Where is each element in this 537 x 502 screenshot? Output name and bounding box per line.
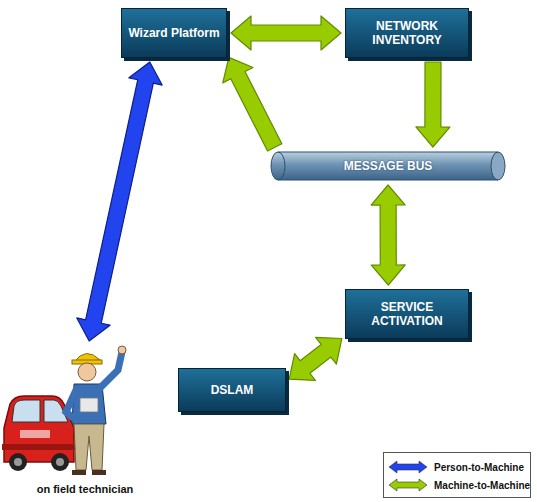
- figure-caption: on field technician: [35, 482, 136, 500]
- legend-row: Person-to-Machine: [388, 458, 526, 476]
- legend-swatch: [388, 478, 428, 492]
- legend-label: Machine-to-Machine: [434, 480, 530, 491]
- node-label: MESSAGE BUS: [338, 157, 439, 175]
- machine-machine-arrow: [371, 185, 405, 285]
- machine-machine-arrow: [223, 57, 282, 151]
- dslam-box: DSLAM: [178, 368, 286, 412]
- node-label: NETWORK INVENTORY: [346, 17, 468, 49]
- technician-node: on field technician: [0, 345, 170, 500]
- legend-row: Machine-to-Machine: [388, 476, 526, 494]
- node-label: DSLAM: [205, 381, 260, 399]
- activation-box: SERVICE ACTIVATION: [345, 289, 469, 339]
- machine-machine-arrow: [289, 337, 342, 380]
- node-label: SERVICE ACTIVATION: [346, 298, 468, 330]
- platform-box: Wizard Platform: [121, 8, 227, 58]
- legend-box: Person-to-MachineMachine-to-Machine: [383, 452, 531, 498]
- machine-machine-arrow: [416, 62, 450, 147]
- technician-figure: [66, 346, 126, 475]
- message-bus: MESSAGE BUS: [270, 151, 506, 181]
- person-machine-arrow: [77, 62, 162, 341]
- legend-label: Person-to-Machine: [434, 462, 524, 473]
- inventory-box: NETWORK INVENTORY: [345, 8, 469, 58]
- node-label: Wizard Platform: [122, 24, 225, 42]
- legend-swatch: [388, 460, 428, 474]
- machine-machine-arrow: [231, 16, 341, 50]
